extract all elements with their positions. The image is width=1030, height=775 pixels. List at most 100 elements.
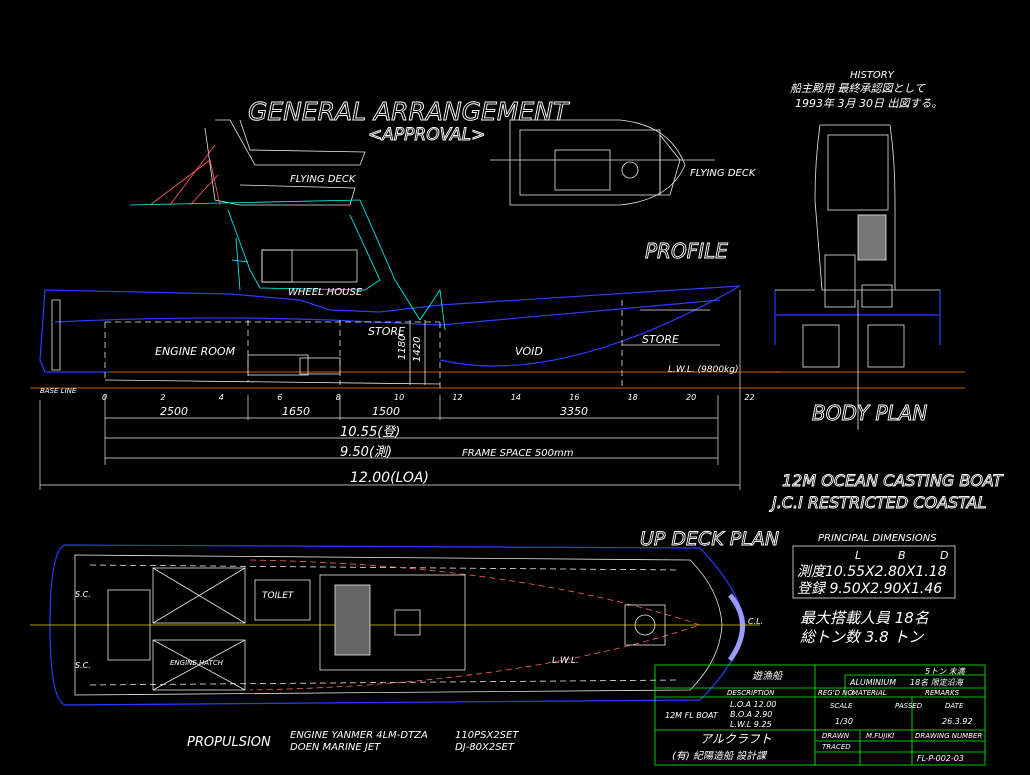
tb-material: ALUMINIUM (849, 678, 896, 687)
hull-sheer-line (44, 285, 741, 313)
propulsion-label: PROPULSION (187, 735, 271, 750)
frame-number: 2 (160, 393, 165, 402)
tb-passed-label: PASSED (895, 702, 923, 710)
toilet-label: TOILET (262, 591, 295, 601)
tb-scale-label: SCALE (830, 702, 853, 710)
principal-row-1: 測度10.55X2.80X1.18 (797, 564, 947, 580)
tb-date-label: DATE (945, 702, 964, 710)
tb-material-label: MATERIAL (852, 689, 887, 697)
dim-length-meas: 9.50(測) (340, 445, 392, 460)
tb-ship-type: 遊漁船 (752, 670, 783, 682)
wheel-house-label: WHEEL HOUSE (288, 287, 363, 298)
void-label: VOID (515, 345, 543, 358)
engine-room-label: ENGINE ROOM (155, 345, 236, 358)
wheel-house-outline (227, 209, 381, 291)
boat-name-line-2: J.C.I RESTRICTED COASTAL (769, 493, 986, 512)
dim-1650: 1650 (282, 405, 310, 418)
capacity-persons: 最大搭載人員 18名 (800, 609, 930, 627)
up-deck-plan-view: TOILET ENGINE HATCH S.C. S.C. L.W.L. C.L… (30, 528, 780, 706)
frame-number: 18 (628, 393, 638, 402)
frame-number: 12 (452, 393, 462, 402)
principal-dimensions: PRINCIPAL DIMENSIONS L B D 測度10.55X2.80X… (792, 533, 956, 646)
tb-boa: B.O.A 2.90 (730, 710, 772, 719)
capacity-tonnage: 総トン数 3.8 トン (800, 628, 924, 646)
height-dim-2: 1420 (412, 337, 423, 362)
up-deck-plan-label: UP DECK PLAN (640, 528, 779, 550)
flying-deck-side-label: FLYING DECK (290, 174, 357, 185)
tb-remarks-note-1: 5トン 未満 (925, 667, 966, 676)
propulsion-block: PROPULSION ENGINE YANMER 4LM-DTZA 110PSX… (187, 730, 519, 753)
title-block-text: 遊漁船 ALUMINIUM 5トン 未満 18名 限定沿海 DESCRIPTIO… (665, 667, 982, 763)
store-mid-label: STORE (368, 325, 405, 338)
body-plan-label: BODY PLAN (812, 401, 927, 425)
dim-loa: 12.00(LOA) (350, 470, 429, 486)
deck-lwl-label: L.W.L. (552, 656, 579, 666)
tb-date: 26.3.92 (942, 717, 973, 726)
tb-boat-model: 12M FL BOAT (665, 711, 719, 720)
frame-number: 20 (686, 393, 696, 402)
deck-outline (49, 544, 746, 706)
drawing-title: GENERAL ARRANGEMENT (248, 97, 570, 126)
tb-remarks-note-2: 18名 限定沿海 (910, 678, 964, 687)
frame-number: 22 (744, 393, 754, 402)
principal-col-d: D (940, 549, 948, 562)
hull-chine-line (54, 299, 721, 326)
sc-lower-label: S.C. (75, 661, 91, 670)
title-block (654, 664, 986, 766)
frame-number: 14 (511, 393, 521, 402)
history-heading: HISTORY (850, 70, 895, 81)
body-plan-view: BODY PLAN (760, 124, 965, 430)
engine-hatch-label: ENGINE HATCH (170, 659, 224, 667)
transom-box (51, 299, 61, 371)
tb-drawn-by: M.FUJIKI (866, 732, 894, 740)
history-line-1: 船主殿用 最終承認図として (790, 82, 926, 95)
frame-number: 4 (219, 393, 224, 402)
dim-1500: 1500 (372, 405, 400, 418)
frame-number: 16 (569, 393, 579, 402)
base-line-label: BASE LINE (40, 387, 77, 395)
tb-company: (有) 紀陽造船 設計課 (672, 750, 768, 762)
tb-description-label: DESCRIPTION (727, 689, 775, 697)
propulsion-jet-model: DJ-80X2SET (455, 742, 515, 753)
principal-col-b: B (898, 549, 906, 562)
tb-lwl: L.W.L 9.25 (730, 720, 772, 729)
history-line-2: 1993年 3月 30日 出図する。 (795, 97, 942, 110)
frame-space-label: FRAME SPACE 500mm (462, 448, 574, 459)
sc-upper-label: S.C. (75, 590, 91, 599)
hull-transom (39, 289, 110, 373)
flying-deck-top-view: FLYING DECK (490, 119, 757, 206)
frame-number: 6 (277, 393, 282, 402)
tb-remarks-label: REMARKS (925, 689, 960, 697)
flying-deck-top-label: FLYING DECK (690, 168, 757, 179)
tb-drawing-no-label: DRAWING NUMBER (915, 732, 982, 740)
mast-rigging (149, 144, 221, 206)
frame-number: 8 (336, 393, 341, 402)
dim-2500: 2500 (160, 405, 188, 418)
height-dim-1: 1180 (397, 335, 408, 360)
tb-drawing-no: FL-P-002-03 (917, 754, 964, 763)
propulsion-engine-power: 110PSX2SET (455, 730, 519, 741)
tb-reg-no-label: REG'D NO. (818, 689, 855, 697)
flying-deck-rail (215, 119, 366, 166)
propulsion-jet: DOEN MARINE JET (290, 742, 381, 753)
drawing-subtitle: <APPROVAL> (368, 125, 485, 145)
boat-name-line-1: 12M OCEAN CASTING BOAT (782, 471, 1004, 490)
tb-scale: 1/30 (835, 717, 853, 726)
profile-view: BASE LINE L.W.L. (9800kg) FLYING DECK (30, 119, 965, 490)
engine-outline (247, 354, 309, 376)
dimension-lines (39, 290, 741, 490)
principal-heading: PRINCIPAL DIMENSIONS (818, 533, 937, 544)
tb-loa: L.O.A 12.00 (730, 700, 776, 709)
propulsion-engine: ENGINE YANMER 4LM-DTZA (290, 730, 428, 741)
tb-traced-label: TRACED (822, 743, 851, 751)
tb-drawn-label: DRAWN (822, 732, 850, 740)
cl-label: C.L. (748, 617, 763, 626)
profile-label: PROFILE (645, 239, 728, 263)
tb-company-kana: アルクラフト (700, 732, 772, 746)
dim-length-reg: 10.55(登) (340, 425, 400, 440)
lwl-label: L.W.L. (9800kg) (668, 365, 739, 375)
frame-number: 10 (394, 393, 404, 402)
principal-col-l: L (855, 549, 861, 562)
